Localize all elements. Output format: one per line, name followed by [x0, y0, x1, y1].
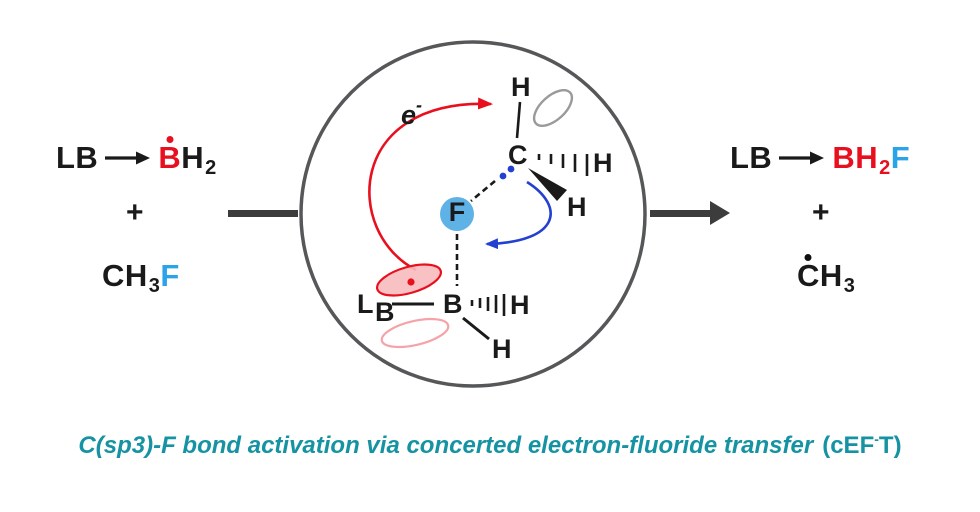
caption-superscript: - [874, 431, 879, 447]
reaction-arrow-head-icon [710, 201, 730, 225]
lewis-base-label: LB [730, 140, 773, 175]
boron-radical-dot-icon [407, 278, 415, 286]
boron-atom: B [832, 140, 856, 175]
reaction-arrow-shaft [650, 210, 712, 217]
plus-sign: + [812, 196, 830, 229]
hydrogen-bottom: H [567, 192, 587, 222]
radical-orbital-lobe-icon [532, 89, 574, 127]
caption-italic-text: C(sp3)-F bond activation via concerted e… [78, 432, 814, 459]
empty-orbital-lobe-icon [380, 317, 450, 349]
radical-dot-icon [166, 136, 174, 143]
fluoride-sphere-icon [440, 197, 474, 231]
hydrogen-atom: H [819, 258, 843, 293]
caption-abbreviation: (cEF-T) [822, 431, 902, 459]
carbon-atom: C [508, 140, 528, 170]
ligand-subscript: B [375, 297, 395, 327]
product-lb-fluoroborane: LB B H 2 F [730, 140, 911, 179]
boron-atom: B [158, 140, 182, 175]
hashed-wedge-c-h-icon [537, 154, 589, 176]
radical-dot-icon [804, 254, 812, 261]
electron-transfer-arrow [368, 97, 493, 272]
boron-atom: B [443, 289, 463, 319]
dative-bond-arrow-icon [779, 151, 825, 165]
dative-bond-arrow-icon [105, 151, 151, 165]
partial-bond-c-f [470, 180, 496, 202]
fluoride-transfer-arrow [485, 180, 552, 250]
subscript: 3 [148, 275, 161, 297]
fluorine-atom: F [890, 140, 911, 175]
hydrogen-top: H [511, 72, 531, 102]
boron-with-radical: B [158, 136, 182, 176]
hydrogen-atom: H [181, 140, 205, 175]
carbon-atom: C [102, 258, 125, 293]
fluorine-atom: F [449, 197, 466, 227]
hydrogen-b-bottom: H [492, 334, 512, 364]
bold-wedge-c-h-icon [528, 168, 567, 201]
reactant-lb-borane: LB B H 2 [56, 136, 217, 179]
ligand-label: L [357, 289, 374, 319]
hydrogen-atom: H [124, 258, 148, 293]
electron-label: e- [401, 95, 422, 130]
reactant-fluoromethane: C H 3 F [102, 258, 180, 297]
reaction-arrow-left-segment [228, 210, 298, 217]
subscript: 3 [843, 275, 856, 297]
subscript: 2 [205, 157, 217, 179]
hydrogen-atom: H [855, 140, 879, 175]
electron-pair-dot-icon [507, 165, 515, 173]
figure-caption: C(sp3)-F bond activation via concerted e… [0, 431, 980, 460]
hashed-wedge-b-h-icon [470, 294, 506, 316]
bond-b-h-bottom [462, 316, 490, 341]
hydrogen-right: H [593, 148, 613, 178]
hydrogen-b-right: H [510, 290, 530, 320]
lewis-base-label: LB [56, 140, 99, 175]
fluorine-atom: F [160, 258, 180, 293]
transition-state-diagram: e- H C H H F L B B [299, 40, 647, 388]
electron-pair-dot-icon [499, 172, 507, 180]
carbon-atom: C [797, 258, 820, 293]
subscript: 2 [879, 157, 891, 179]
plus-sign: + [126, 196, 144, 229]
product-methyl-radical: C H 3 [797, 254, 855, 297]
bond-c-h-top [515, 101, 522, 139]
carbon-with-radical: C [797, 254, 820, 294]
